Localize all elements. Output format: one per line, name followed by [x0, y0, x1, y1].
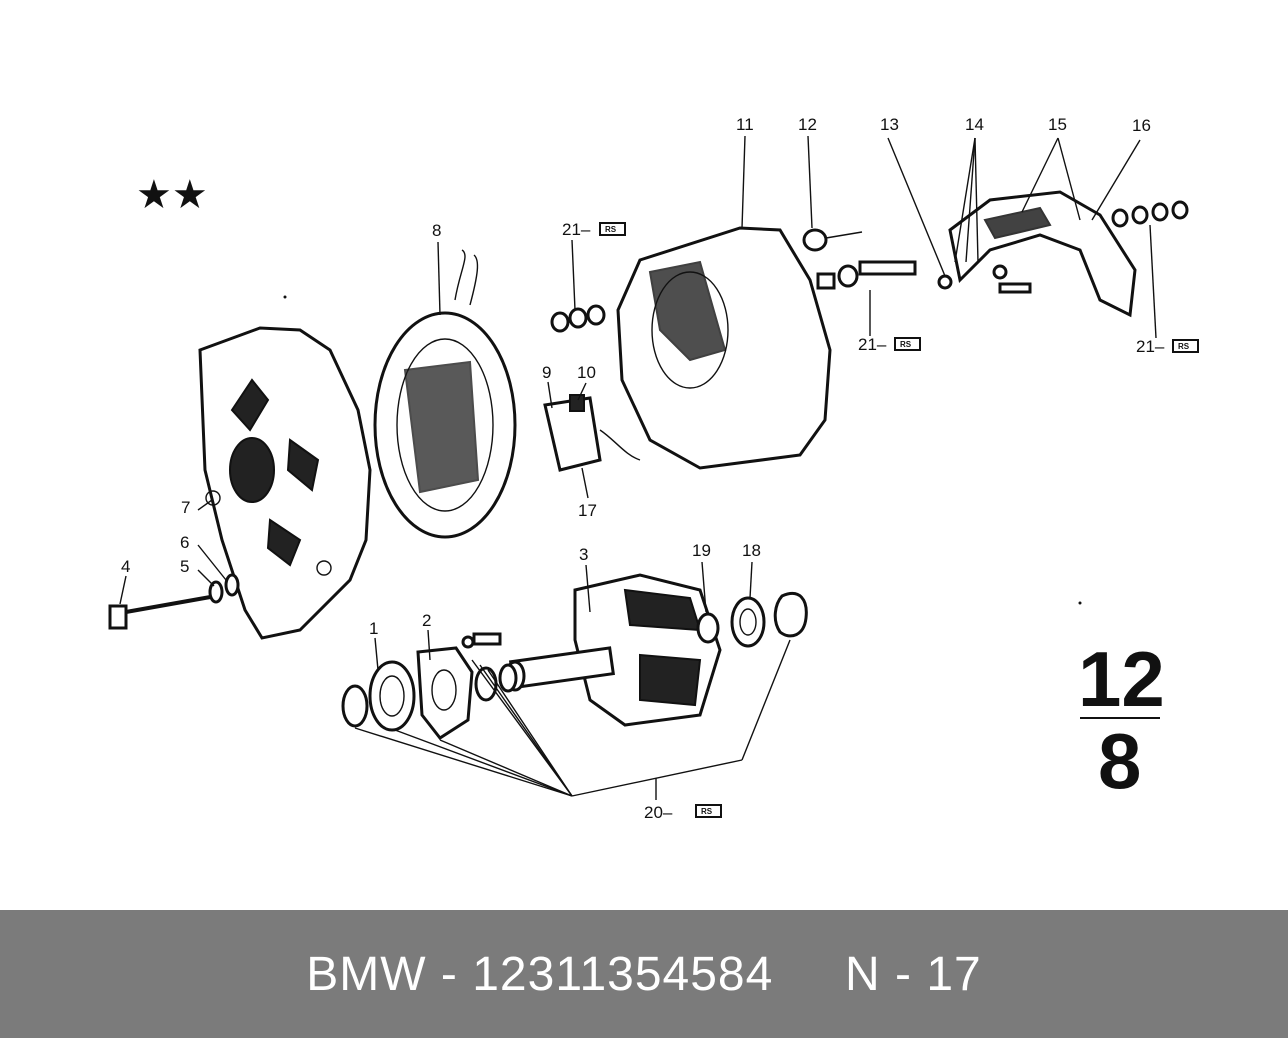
drive-end-housing [198, 326, 372, 640]
ref-20: 20– RS [644, 803, 722, 822]
rectifier-assembly [937, 190, 1189, 318]
washer-6 [224, 573, 240, 597]
group-20-leader-lines [354, 639, 791, 800]
brush-holder [543, 394, 641, 472]
rs-badge-frame [1172, 339, 1199, 353]
part-labels: 1 2 3 4 5 6 7 8 9 10 11 12 13 14 15 16 1… [121, 115, 1151, 638]
label-12: 12 [798, 115, 817, 134]
label-1: 1 [369, 619, 378, 638]
label-13: 13 [880, 115, 899, 134]
rs-badge-frame [599, 222, 626, 236]
stars-mark: ★★ [136, 172, 208, 218]
label-19: 19 [692, 541, 711, 560]
speck [283, 295, 287, 299]
rs-badge-text: RS [1178, 342, 1190, 351]
alternator-exploded-diagram: ★★ [108, 115, 1199, 822]
label-3: 3 [579, 545, 588, 564]
label-4: 4 [121, 557, 130, 576]
brand-separator: - [440, 947, 458, 1001]
washer-5 [208, 580, 224, 604]
label-5: 5 [180, 557, 189, 576]
rs-badge-text: RS [900, 340, 912, 349]
label-17: 17 [578, 501, 597, 520]
ref-21-middle: 21– RS [858, 335, 921, 354]
part-info-text: BMW - 12311354584 N - 17 [306, 947, 981, 1002]
rs-badge-frame [894, 337, 921, 351]
cap-and-bolt [802, 228, 917, 290]
label-16: 16 [1132, 116, 1151, 135]
ref-20-label: 20– [644, 803, 673, 822]
label-9: 9 [542, 363, 551, 382]
ref-21-top-label: 21– [562, 220, 591, 239]
rs-badge-frame [695, 804, 722, 818]
group-number-top: 12 [1078, 635, 1165, 723]
rotor [504, 573, 722, 727]
rear-bearing [696, 592, 808, 648]
diagram-canvas: ★★ [108, 115, 1199, 822]
label-18: 18 [742, 541, 761, 560]
group-number: 12 8 [1078, 635, 1165, 805]
label-14: 14 [965, 115, 984, 134]
brand-name: BMW [306, 947, 427, 1001]
part-info-footer: BMW - 12311354584 N - 17 [0, 910, 1288, 1038]
label-8: 8 [432, 221, 441, 240]
group-number-bottom: 8 [1098, 717, 1141, 805]
label-7: 7 [181, 498, 190, 517]
position-code: N - 17 [845, 947, 982, 1001]
label-2: 2 [422, 611, 431, 630]
label-leader-lines [119, 135, 1157, 671]
speck [1078, 601, 1082, 605]
rs-badge-text: RS [701, 807, 713, 816]
ref-21-right-label: 21– [1136, 337, 1165, 356]
front-bearing [341, 632, 518, 741]
ref-21-top: 21– RS [562, 220, 626, 239]
rs-badge-text: RS [605, 225, 617, 234]
ref-21-middle-label: 21– [858, 335, 887, 354]
label-6: 6 [180, 533, 189, 552]
label-11: 11 [736, 115, 754, 134]
through-bolt [108, 594, 217, 630]
rear-housing [616, 226, 832, 470]
label-15: 15 [1048, 115, 1067, 134]
label-10: 10 [577, 363, 596, 382]
stator [373, 249, 517, 539]
washer-set-top [550, 304, 606, 333]
ref-21-right: 21– RS [1136, 337, 1199, 356]
part-number: 12311354584 [472, 947, 774, 1001]
